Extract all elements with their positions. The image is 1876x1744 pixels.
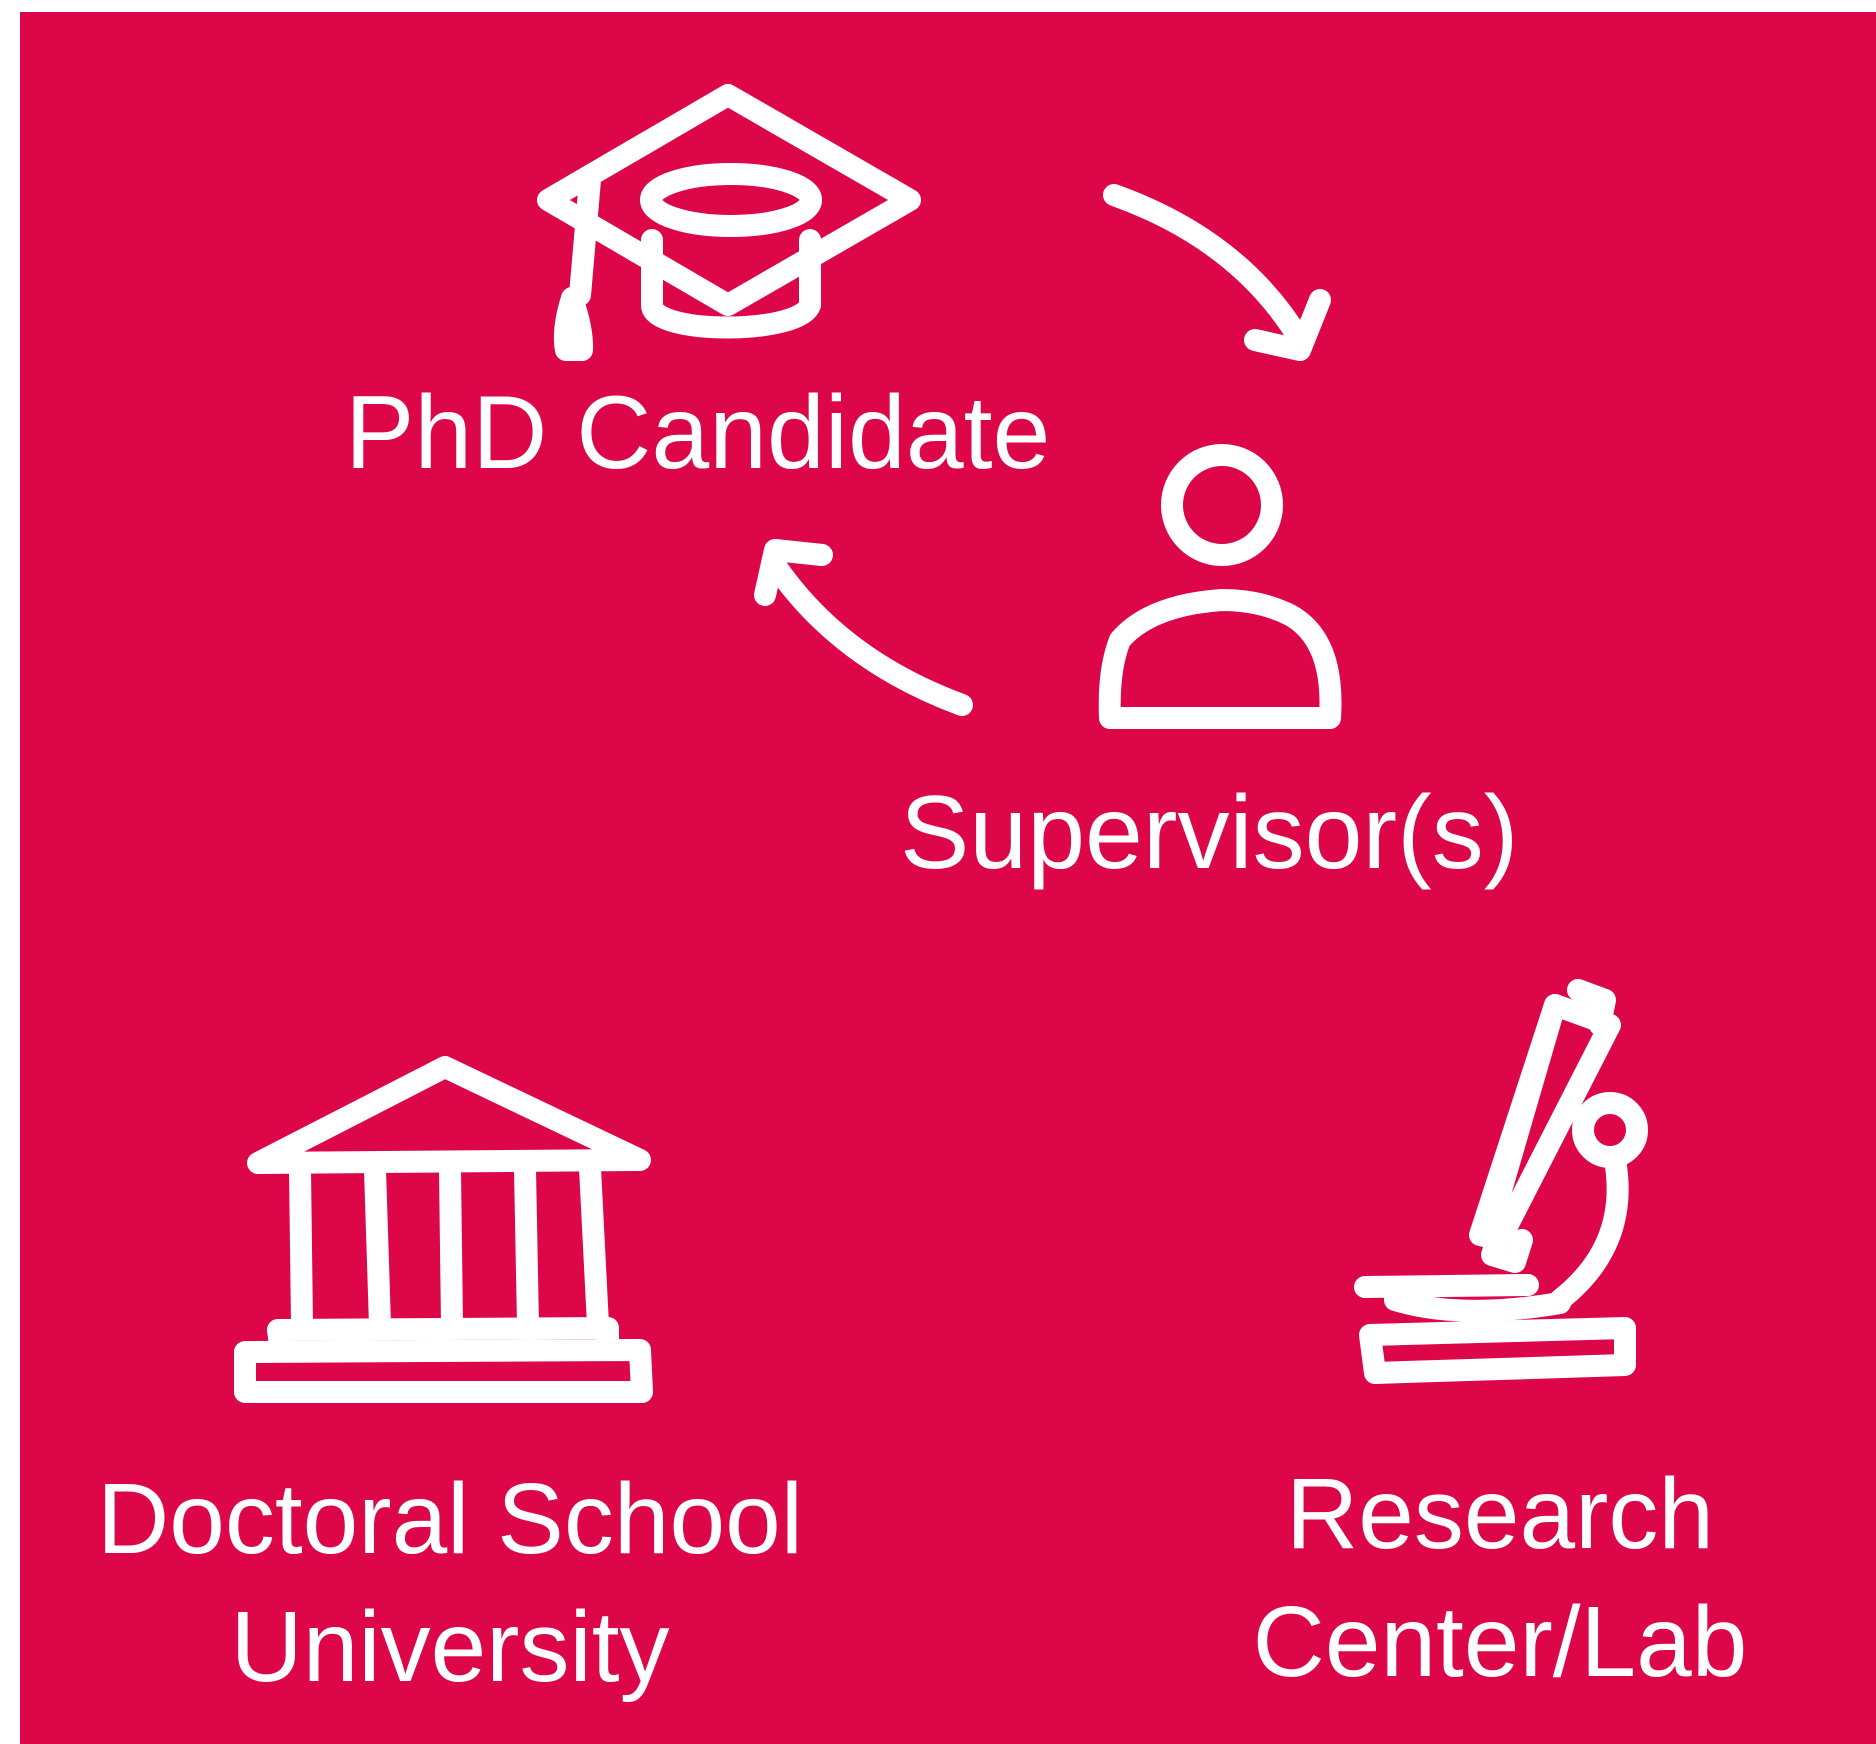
- curved-arrow-icon: [1103, 184, 1331, 361]
- node-label-doctoral-school-line2: University: [230, 1591, 670, 1703]
- node-label-doctoral-school-line1: Doctoral School: [97, 1463, 803, 1575]
- person-icon: [1098, 444, 1342, 729]
- microscope-icon: [1354, 979, 1648, 1384]
- node-label-research-center-line1: Research: [1286, 1458, 1714, 1570]
- node-label-research-center: Research Center/Lab: [1200, 1450, 1800, 1706]
- node-label-research-center-line2: Center/Lab: [1252, 1586, 1748, 1698]
- curved-arrow-icon: [754, 539, 973, 716]
- node-label-phd-candidate: PhD Candidate: [345, 375, 1051, 491]
- node-label-doctoral-school: Doctoral School University: [50, 1455, 850, 1711]
- node-label-supervisor: Supervisor(s): [900, 775, 1519, 891]
- graduation-cap-icon: [537, 84, 921, 361]
- diagram-background: [20, 12, 1876, 1744]
- university-building-icon: [234, 1056, 653, 1403]
